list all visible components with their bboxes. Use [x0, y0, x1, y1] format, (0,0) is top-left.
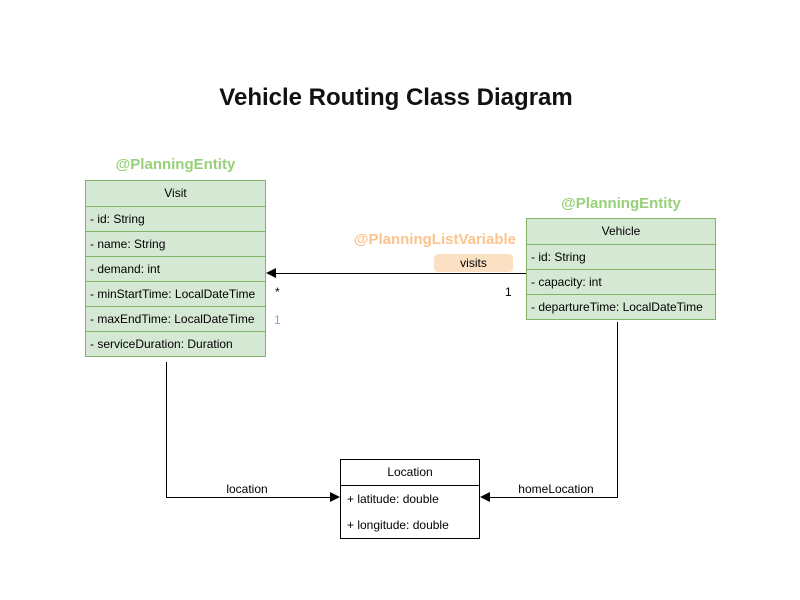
class-visit-attribute[interactable]: - name: String — [86, 231, 265, 256]
home-location-edge-label[interactable]: homeLocation — [518, 482, 594, 496]
class-vehicle[interactable]: Vehicle - id: String - capacity: int - d… — [526, 218, 716, 320]
diagram-title: Vehicle Routing Class Diagram — [219, 84, 573, 111]
class-vehicle-attribute[interactable]: - capacity: int — [527, 269, 715, 294]
class-location-attribute[interactable]: + latitude: double — [347, 492, 439, 506]
visits-multiplicity-many: * — [275, 285, 280, 299]
class-visit-attribute[interactable]: - minStartTime: LocalDateTime — [86, 281, 265, 306]
visits-planning-list-variable-annotation: @PlanningListVariable — [353, 231, 516, 248]
vehicle-planning-entity-annotation: @PlanningEntity — [561, 195, 681, 212]
class-location[interactable]: Location + latitude: double + longitude:… — [340, 459, 480, 539]
home-location-edge-horizontal-line[interactable] — [486, 497, 618, 498]
location-edge-vertical-line[interactable] — [166, 362, 167, 498]
class-visit[interactable]: Visit - id: String - name: String - dema… — [85, 180, 266, 357]
location-edge-label[interactable]: location — [226, 482, 268, 496]
class-vehicle-attribute[interactable]: - departureTime: LocalDateTime — [527, 294, 715, 319]
class-visit-name[interactable]: Visit — [164, 186, 187, 200]
visits-multiplicity-index: 1 — [274, 313, 281, 327]
visits-arrowhead-icon — [266, 268, 276, 278]
class-location-attribute[interactable]: + longitude: double — [347, 518, 449, 532]
class-visit-attribute[interactable]: - id: String — [86, 206, 265, 231]
visits-edge-line[interactable] — [272, 273, 526, 274]
visits-edge-label[interactable]: visits — [434, 254, 513, 272]
location-arrowhead-icon — [330, 492, 340, 502]
class-vehicle-attribute[interactable]: - id: String — [527, 244, 715, 269]
class-visit-attribute[interactable]: - serviceDuration: Duration — [86, 331, 265, 356]
home-location-edge-vertical-line[interactable] — [617, 322, 618, 498]
visits-multiplicity-one: 1 — [505, 285, 512, 299]
class-visit-attribute[interactable]: - demand: int — [86, 256, 265, 281]
class-location-name[interactable]: Location — [387, 465, 433, 479]
home-location-arrowhead-icon — [480, 492, 490, 502]
class-vehicle-name[interactable]: Vehicle — [601, 224, 641, 238]
visit-planning-entity-annotation: @PlanningEntity — [115, 156, 236, 173]
class-visit-attribute[interactable]: - maxEndTime: LocalDateTime — [86, 306, 265, 331]
location-edge-horizontal-line[interactable] — [166, 497, 332, 498]
